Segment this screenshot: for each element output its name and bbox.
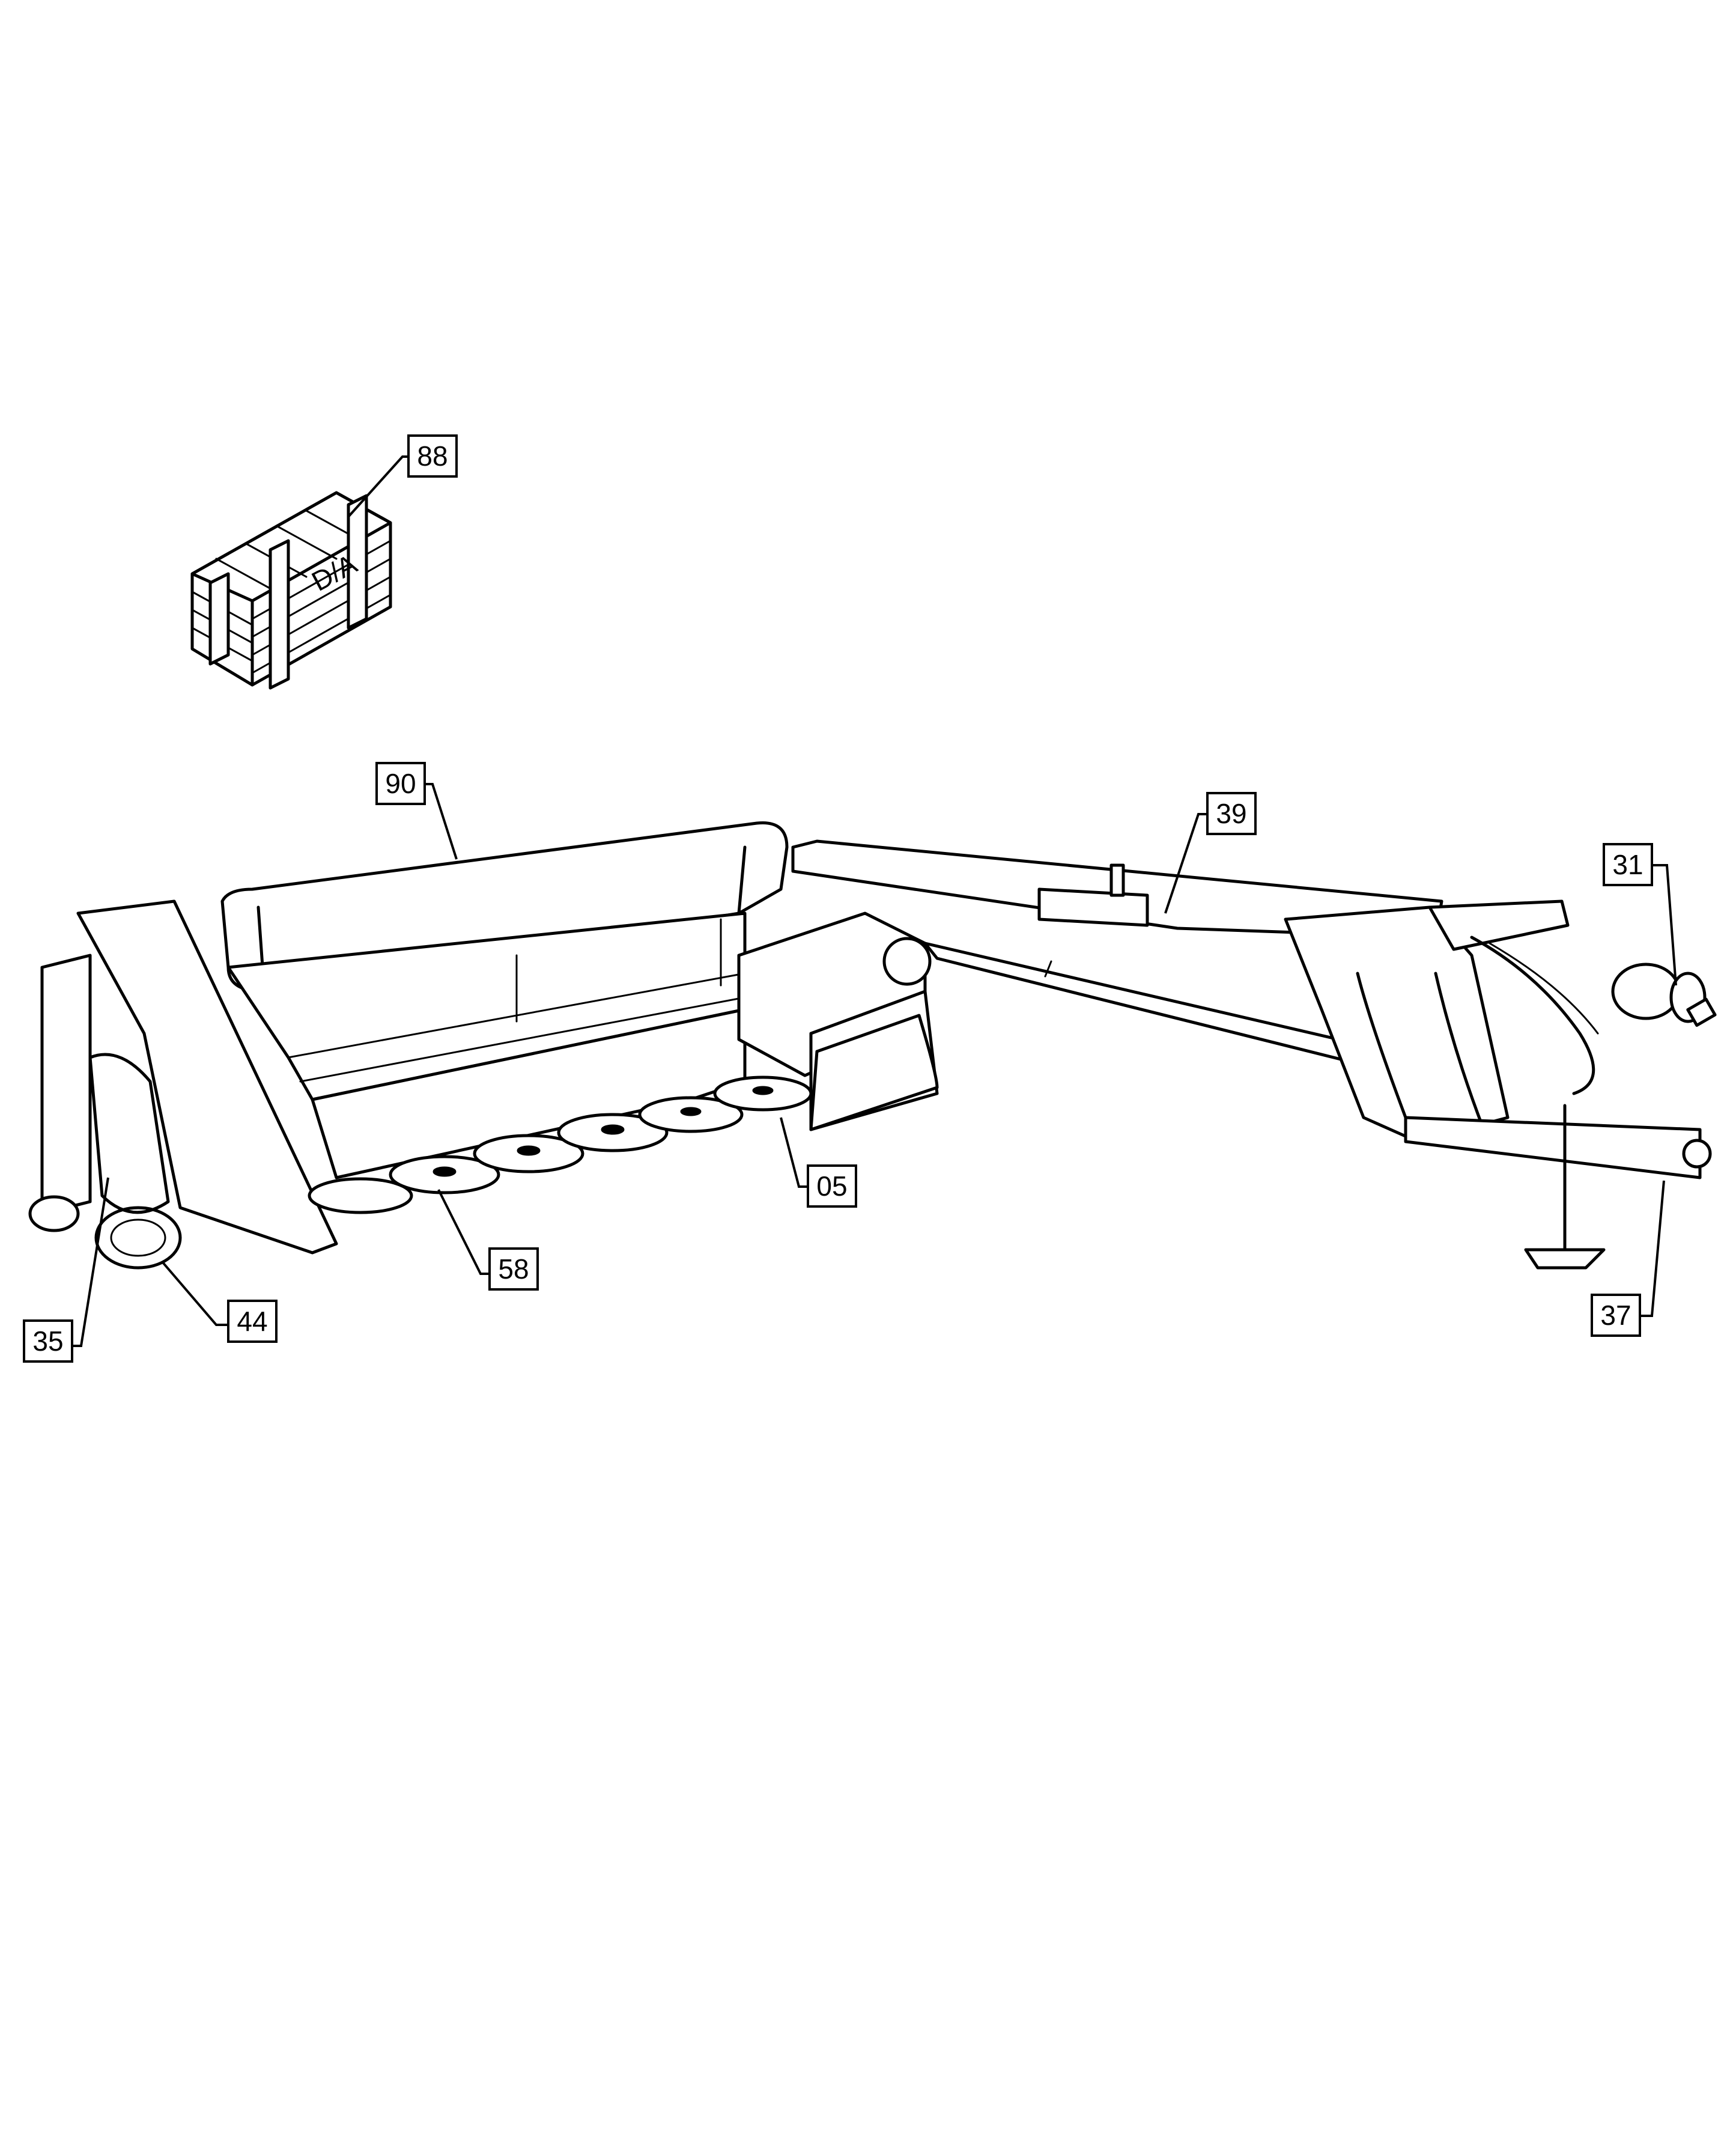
svg-text:90: 90 (385, 768, 416, 799)
callout-88[interactable]: 88 (407, 434, 458, 478)
callout-90[interactable]: 90 (375, 762, 426, 805)
svg-text:37: 37 (1600, 1300, 1631, 1331)
svg-text:44: 44 (237, 1306, 267, 1337)
shipping-crate: D/A (190, 491, 392, 690)
mower-conditioner (28, 821, 939, 1270)
svg-text:35: 35 (32, 1325, 63, 1357)
callout-44[interactable]: 44 (227, 1300, 278, 1343)
svg-text:31: 31 (1612, 849, 1643, 880)
svg-text:39: 39 (1216, 798, 1246, 829)
callout-58[interactable]: 58 (488, 1247, 539, 1291)
callout-37[interactable]: 37 (1591, 1294, 1641, 1337)
callout-35[interactable]: 35 (23, 1319, 73, 1363)
svg-text:88: 88 (417, 440, 448, 472)
callout-39[interactable]: 39 (1206, 792, 1257, 835)
cutter-discs (308, 1076, 813, 1214)
callout-31[interactable]: 31 (1603, 843, 1653, 886)
hitch-tongue (791, 839, 1717, 1270)
callout-05[interactable]: 05 (807, 1164, 857, 1208)
svg-text:05: 05 (816, 1170, 847, 1202)
svg-text:58: 58 (498, 1253, 529, 1285)
